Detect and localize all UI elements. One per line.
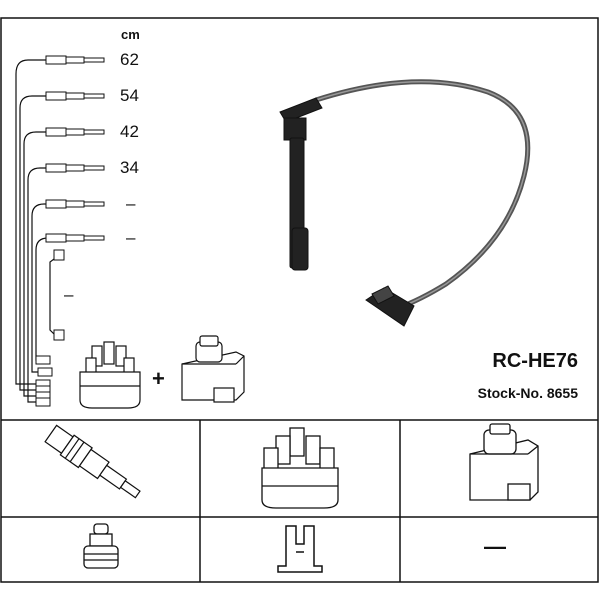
main-ignition-lead <box>279 79 531 327</box>
lead-length-1: 62 <box>120 50 139 69</box>
ignition-coil-icon <box>469 423 539 501</box>
stock-number: Stock-No. 8655 <box>477 385 578 401</box>
lead-connector-5 <box>45 199 105 209</box>
plus-sign: + <box>152 366 165 391</box>
lead-length-5: – <box>126 194 136 213</box>
lead-bundle <box>15 59 59 403</box>
distributor-end-connectors <box>35 355 53 407</box>
spark-plug-terminal-icon <box>83 523 119 569</box>
spark-plug-icon <box>44 424 141 499</box>
lead-connector-6 <box>45 233 105 243</box>
lead-length-4: 34 <box>120 158 139 177</box>
lead-length-6: – <box>126 228 136 247</box>
coil-lead-length: – <box>64 285 74 304</box>
distributor-terminal-icon <box>277 525 323 573</box>
lead-length-2: 54 <box>120 86 139 105</box>
coil-terminal-none: — <box>484 534 506 559</box>
lead-connector-54 <box>45 91 105 101</box>
spark-plug-boot <box>279 97 323 271</box>
distributor-cap-small <box>79 341 141 409</box>
lead-length-3: 42 <box>120 122 139 141</box>
diagram-frame <box>0 17 599 583</box>
lead-connector-62 <box>45 55 105 65</box>
product-code: RC-HE76 <box>492 350 578 372</box>
lead-connector-34 <box>45 163 105 173</box>
distributor-cap-icon <box>261 427 339 509</box>
coil-boot <box>365 285 415 327</box>
lead-connector-42 <box>45 127 105 137</box>
lead-connectors <box>35 55 105 407</box>
main-cable <box>315 79 531 311</box>
ignition-coil-small <box>181 335 245 403</box>
length-unit-label: cm <box>121 27 140 42</box>
coil-lead-connector <box>53 249 65 341</box>
